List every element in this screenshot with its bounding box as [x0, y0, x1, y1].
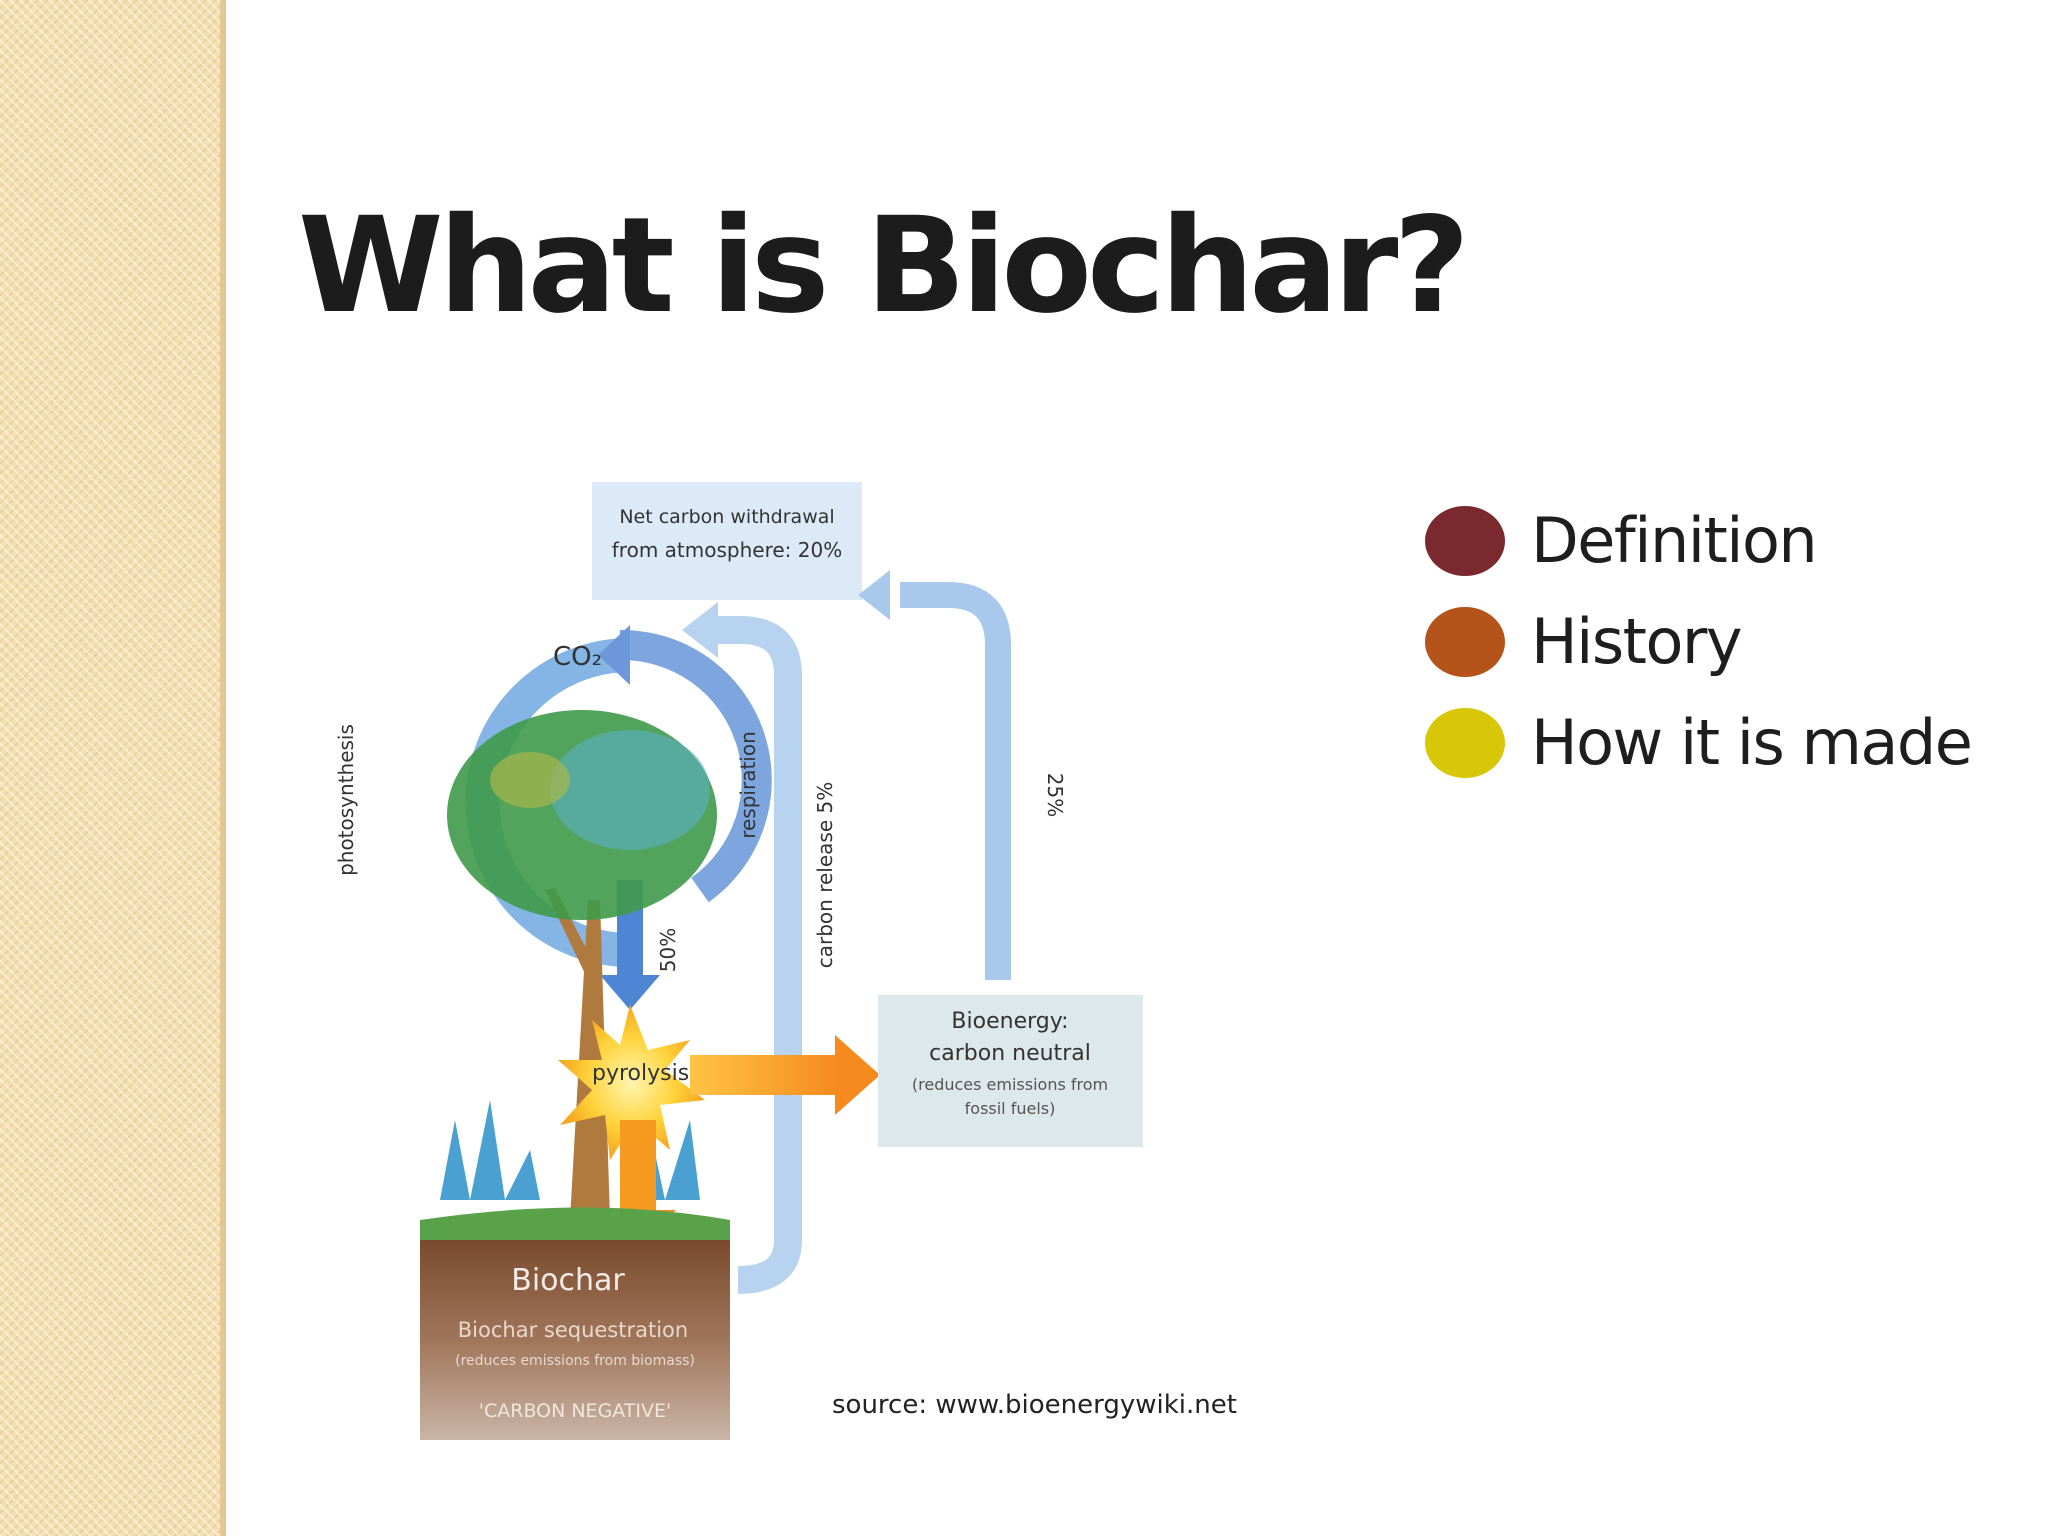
tree-canopy-spot — [490, 752, 570, 808]
carbon-release-arrow — [715, 616, 802, 1294]
legend-label: History — [1531, 605, 1743, 678]
biochar-sequestration-label: Biochar sequestration — [458, 1318, 688, 1342]
legend-item-history: History — [1425, 591, 1971, 692]
biochar-label: Biochar — [511, 1263, 625, 1298]
bioenergy-line1: Bioenergy: — [951, 1009, 1068, 1034]
photosynthesis-label: photosynthesis — [334, 724, 358, 876]
pyrolysis-to-bioenergy-arrowhead — [835, 1035, 880, 1115]
net-withdrawal-box — [592, 482, 862, 600]
ground-grass — [420, 1207, 730, 1245]
bioenergy-line3: (reduces emissions from — [912, 1075, 1108, 1094]
legend-dot-how-it-is-made — [1425, 707, 1505, 778]
carbon-negative-label: 'CARBON NEGATIVE' — [479, 1400, 672, 1422]
co2-label: CO₂ — [553, 642, 602, 672]
respiration-label: respiration — [736, 731, 760, 839]
legend-label: How it is made — [1531, 706, 1973, 779]
biochar-carbon-cycle-diagram: Net carbon withdrawal from atmosphere: 2… — [330, 460, 1150, 1456]
legend-item-definition: Definition — [1425, 490, 1971, 591]
net-withdrawal-line2: from atmosphere: 20% — [612, 538, 842, 562]
carbon-release-label: carbon release 5% — [813, 782, 837, 968]
topic-legend: Definition History How it is made — [1425, 490, 1973, 793]
slide-title: What is Biochar? — [298, 189, 1470, 343]
bioenergy-line2: carbon neutral — [929, 1041, 1091, 1066]
stripe-edge — [220, 0, 226, 1536]
source-citation: source: www.bioenergywiki.net — [832, 1390, 1237, 1420]
net-withdrawal-line1: Net carbon withdrawal — [619, 506, 834, 528]
legend-item-how-it-is-made: How it is made — [1425, 692, 1973, 793]
legend-dot-history — [1425, 606, 1505, 677]
pct-50-label: 50% — [656, 928, 680, 972]
pyrolysis-label: pyrolysis — [592, 1061, 689, 1086]
pyrolysis-to-bioenergy-arrow — [690, 1055, 840, 1095]
pyrolysis-to-biochar-arrow — [620, 1120, 656, 1215]
decorative-side-stripe — [0, 0, 226, 1536]
legend-label: Definition — [1531, 504, 1818, 577]
pct-25-label: 25% — [1043, 773, 1067, 817]
legend-dot-definition — [1425, 505, 1505, 576]
respiration-arc — [619, 629, 772, 903]
bioenergy-box — [878, 995, 1143, 1147]
pyrolysis-flash — [558, 1005, 705, 1160]
bioenergy-return-arrowhead — [858, 570, 890, 620]
biochar-soil-block — [420, 1240, 730, 1440]
biochar-reduces-label: (reduces emissions from biomass) — [455, 1353, 695, 1369]
biomass-to-pyrolysis-arrowhead — [600, 975, 660, 1010]
bioenergy-return-arrow — [900, 582, 1011, 980]
co2-arrowhead — [598, 625, 630, 685]
bioenergy-line4: fossil fuels) — [965, 1099, 1056, 1118]
tree-canopy-highlight — [550, 730, 710, 850]
carbon-release-arrowhead — [682, 602, 718, 658]
